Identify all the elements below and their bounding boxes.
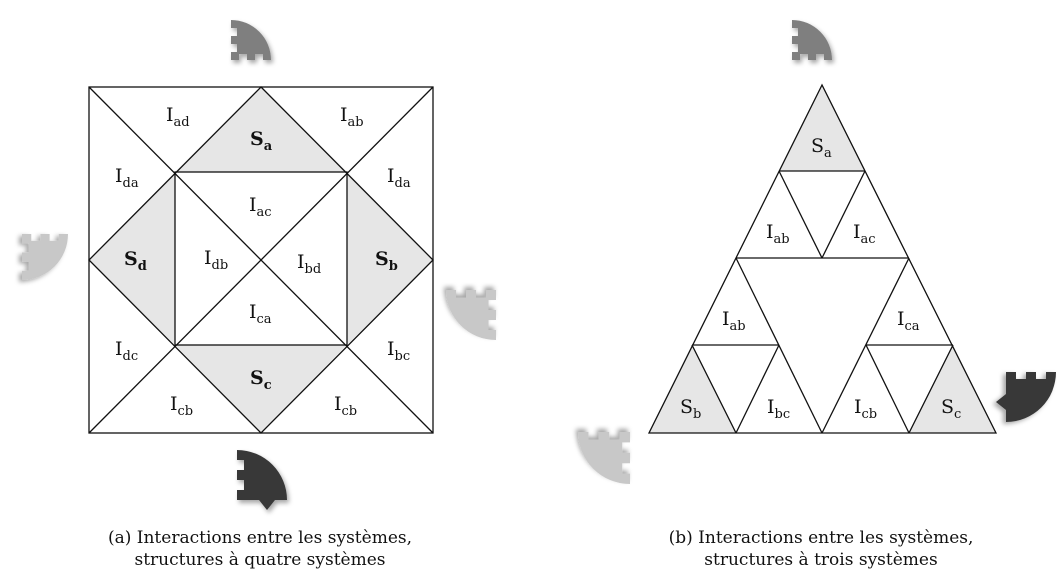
triangle-diagram: Sa Iab Iac Iab Ica Sb Ibc Icb Sc: [578, 20, 1056, 484]
tri-d-8: [908, 344, 954, 434]
system-b-region: [347, 172, 433, 345]
puzzle-piece-b-tri-icon: [578, 432, 630, 484]
diamond: [88, 86, 434, 434]
puzzle-piece-c-tri-icon: [996, 372, 1056, 422]
label-i-da-left: Ida: [115, 165, 139, 191]
tri-d-1: [778, 170, 823, 259]
puzzle-piece-d-icon: [22, 234, 68, 280]
label-system-b: Sb: [375, 248, 398, 274]
label-i-cb-bottom-left: Icb: [170, 393, 193, 419]
caption-triangle-line1: (b) Interactions entre les systèmes,: [668, 528, 974, 548]
label-i-ca-inner: Ica: [249, 301, 272, 327]
puzzle-piece-b-icon: [446, 290, 496, 340]
label-tri-i-ab-mid: Iab: [722, 308, 746, 334]
inner-square: [174, 171, 348, 346]
label-i-cb-bottom-right: Icb: [334, 393, 357, 419]
label-tri-i-ab-upper: Iab: [766, 221, 790, 247]
label-system-d: Sd: [124, 248, 147, 274]
label-i-ab-top: Iab: [340, 104, 364, 130]
diagonal-2: [88, 86, 434, 434]
label-tri-i-ac-upper: Iac: [853, 221, 876, 247]
system-c-region-tri: [909, 345, 996, 433]
caption-square-line1: (a) Interactions entre les systèmes,: [107, 528, 413, 548]
label-tri-i-ca-mid: Ica: [897, 308, 920, 334]
label-tri-s-c: Sc: [941, 396, 961, 422]
label-tri-s-a: Sa: [811, 135, 832, 161]
tri-d-7: [865, 344, 910, 434]
label-i-bd-inner: Ibd: [297, 251, 321, 277]
label-tri-i-bc: Ibc: [767, 396, 790, 422]
tri-d-2: [821, 170, 866, 259]
label-i-dc-left: Idc: [115, 338, 138, 364]
system-a-region-tri: [779, 85, 865, 171]
label-i-ac-inner: Iac: [249, 194, 272, 220]
puzzle-piece-a-tri-icon: [792, 20, 832, 60]
system-b-region-tri: [649, 345, 736, 433]
square-diagram: Iad Iab Ida Ida Idc Ibc Icb Icb Sa Sb Sc…: [22, 20, 496, 510]
label-i-ad-top: Iad: [166, 104, 190, 130]
caption-square: (a) Interactions entre les systèmes, str…: [80, 527, 440, 571]
puzzle-piece-a-icon: [231, 20, 271, 60]
label-system-a: Sa: [250, 128, 273, 154]
caption-square-line2: structures à quatre systèmes: [134, 550, 386, 570]
caption-triangle: (b) Interactions entre les systèmes, str…: [641, 527, 1001, 571]
label-tri-i-cb: Icb: [854, 396, 877, 422]
tri-d-4: [821, 257, 910, 434]
label-i-bc-right: Ibc: [387, 338, 410, 364]
label-i-da-right: Ida: [387, 165, 411, 191]
label-system-c: Sc: [250, 367, 272, 393]
tri-d-5: [691, 344, 737, 434]
puzzle-piece-c-icon: [237, 450, 287, 510]
label-tri-s-b: Sb: [680, 396, 701, 422]
system-d-region: [89, 172, 175, 345]
tri-d-6: [735, 344, 780, 434]
caption-triangle-line2: structures à trois systèmes: [704, 550, 938, 570]
system-a-region: [175, 87, 347, 172]
system-c-region: [175, 345, 347, 433]
label-i-db-inner: Idb: [204, 247, 228, 273]
